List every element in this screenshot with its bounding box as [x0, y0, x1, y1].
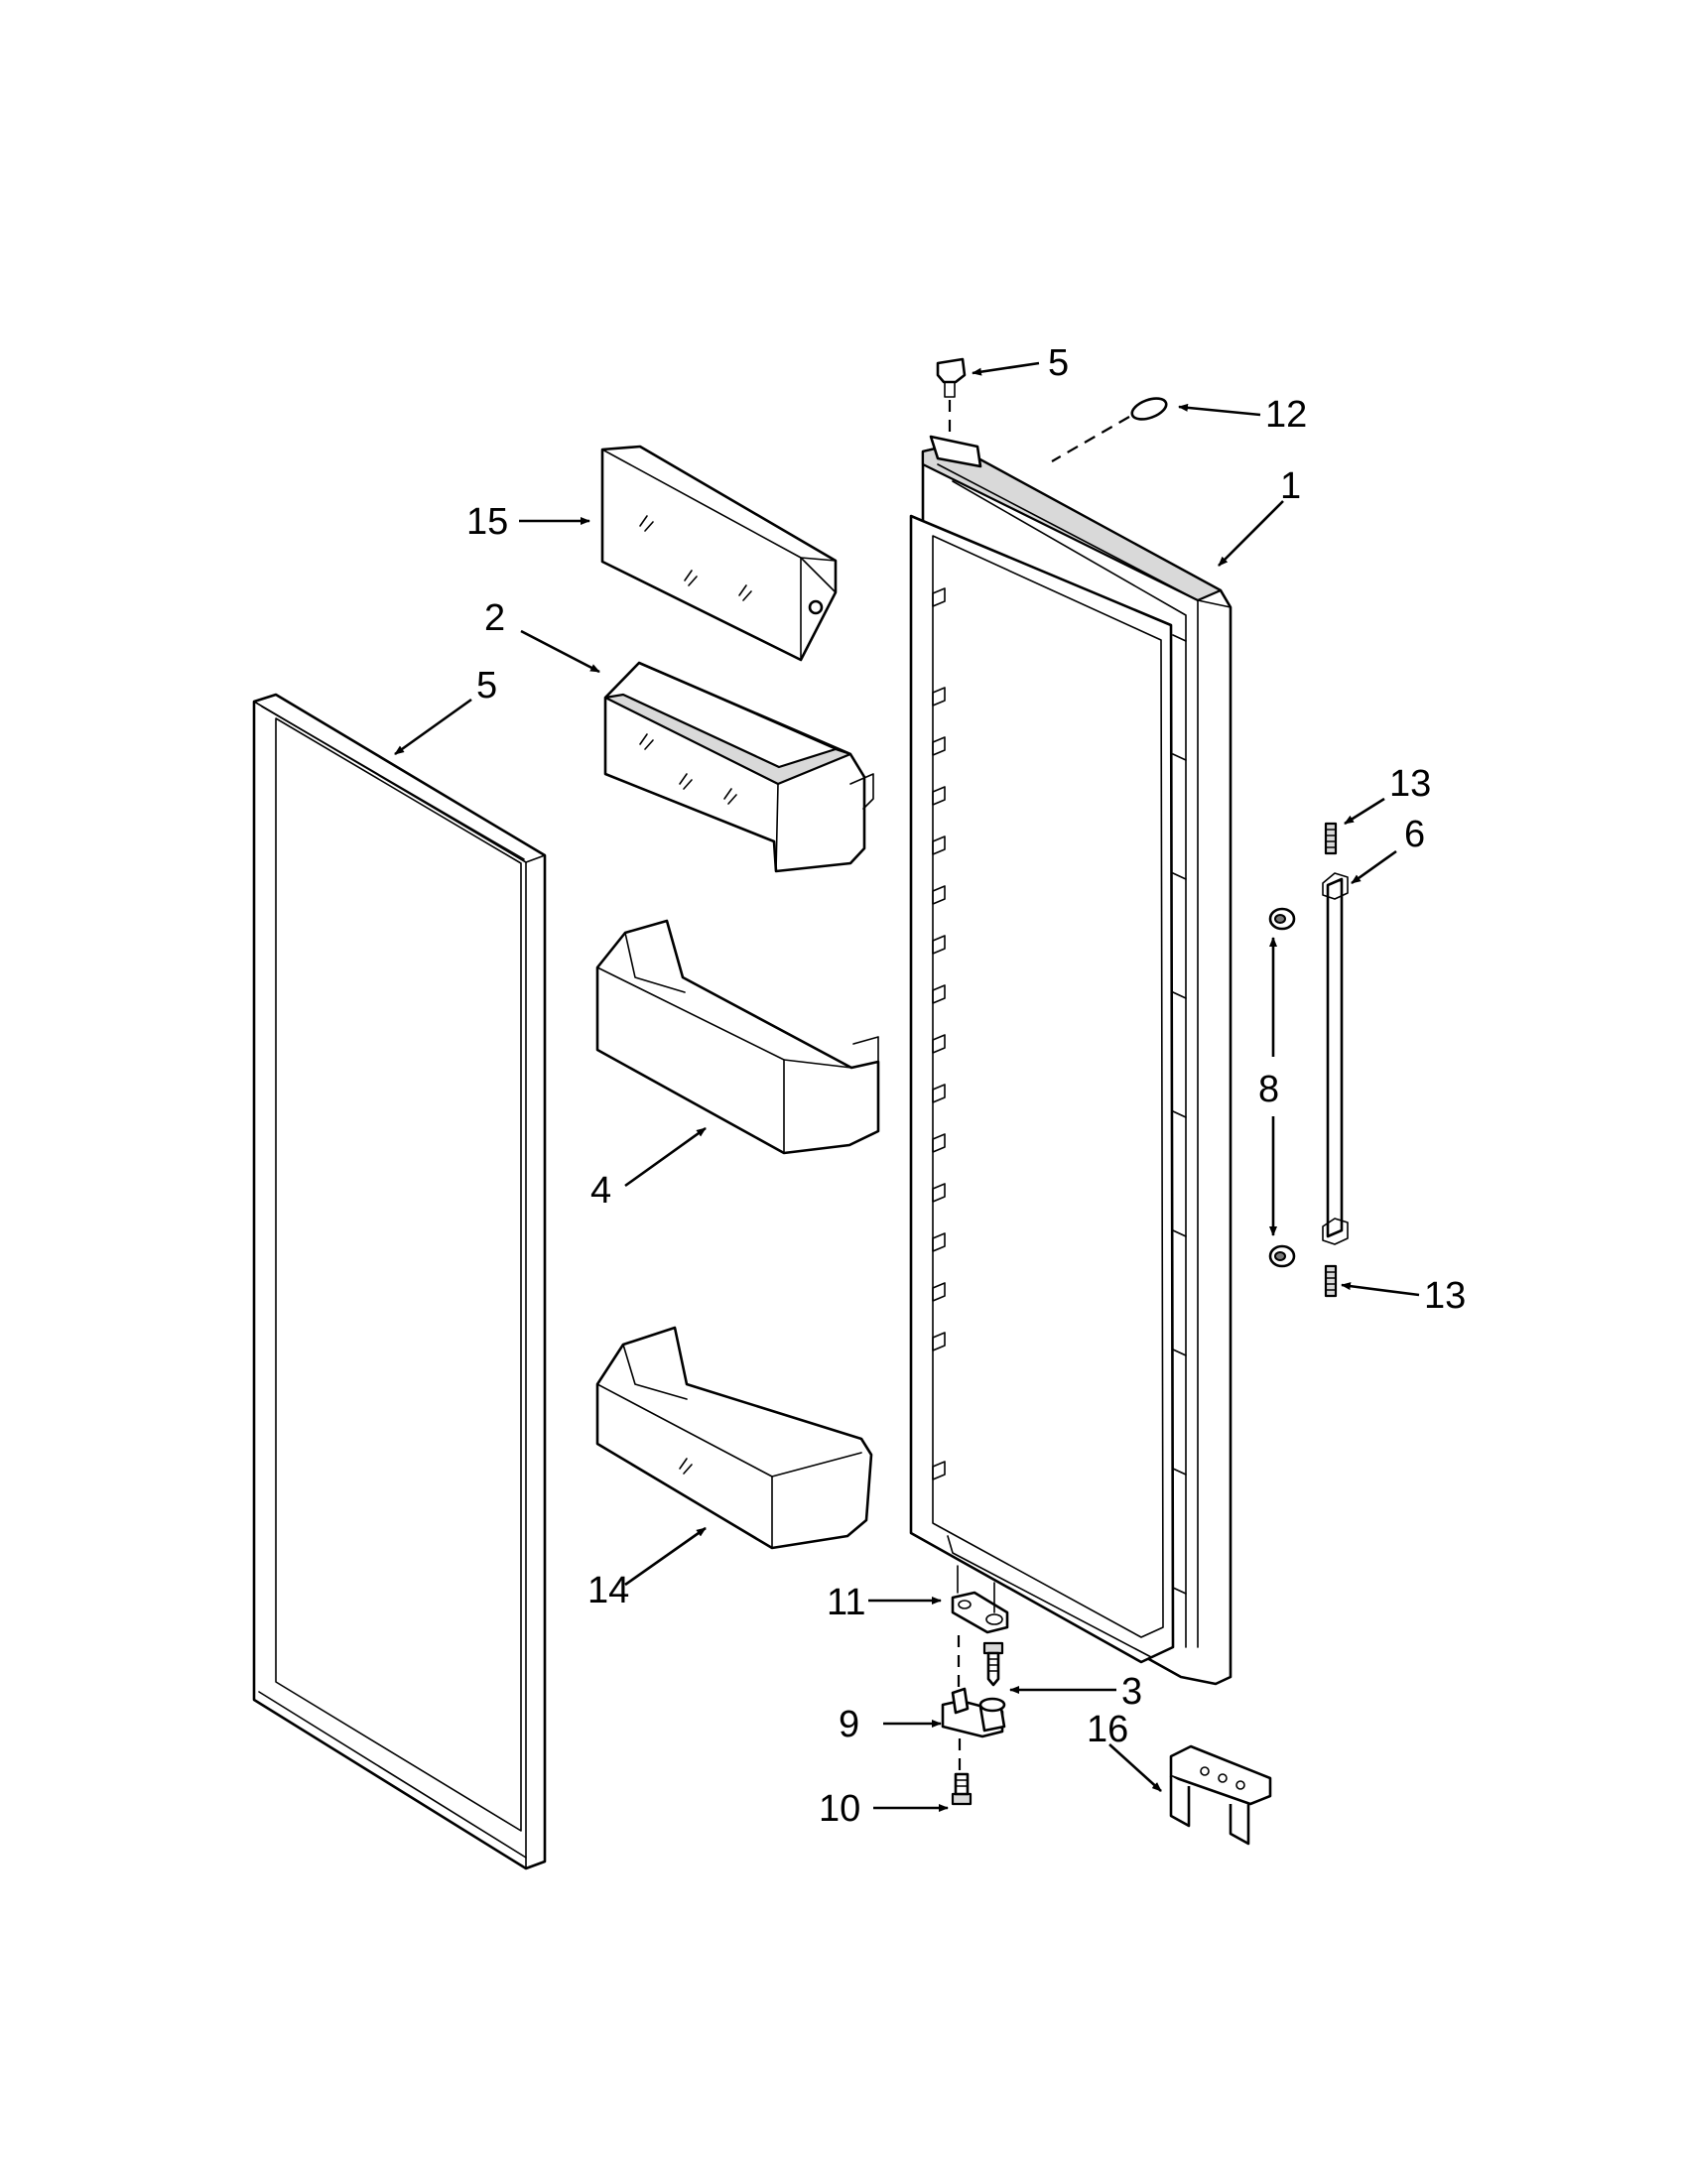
- handle-screw-bottom: [1324, 1264, 1338, 1298]
- callout-11: 11: [827, 1582, 865, 1623]
- door-gasket: [252, 693, 547, 1870]
- hinge-shim: [951, 1565, 1009, 1707]
- dairy-compartment: [600, 445, 838, 662]
- callout-13-top: 13: [1389, 763, 1431, 805]
- callout-16: 16: [1087, 1709, 1128, 1750]
- refrigerator-door: [909, 435, 1233, 1686]
- callout-12: 12: [1265, 394, 1307, 436]
- callout-1: 1: [1280, 465, 1301, 507]
- leader-lines: [394, 361, 1420, 1812]
- callout-labels: 5 12 1 15 2 5 13 6 8 4 13 14 11 3 9 16 1…: [466, 342, 1466, 1830]
- callout-15: 15: [466, 501, 508, 543]
- callout-13-bottom: 13: [1424, 1275, 1466, 1317]
- callout-2: 2: [484, 597, 505, 639]
- door-bin-large: [595, 1326, 873, 1550]
- callout-9: 9: [839, 1704, 859, 1745]
- callout-14: 14: [587, 1570, 629, 1611]
- door-bin-covered: [603, 661, 874, 873]
- hinge-bolt: [951, 1772, 973, 1806]
- handle-screw-top: [1324, 822, 1338, 855]
- lower-hinge: [941, 1687, 1006, 1771]
- hinge-cover-bracket: [1169, 1744, 1272, 1846]
- shelf-clips: [932, 587, 946, 1480]
- handle-spacer-bottom: [1268, 1244, 1296, 1268]
- door-handle: [1322, 872, 1349, 1245]
- handle-spacer-top: [1268, 907, 1296, 931]
- hinge-screw: [982, 1641, 1004, 1687]
- callout-4: 4: [590, 1170, 611, 1212]
- washer: [1051, 397, 1168, 462]
- callout-6: 6: [1404, 814, 1425, 855]
- door-bin: [595, 919, 880, 1155]
- callout-5: 5: [476, 665, 497, 707]
- callout-3: 3: [1121, 1671, 1142, 1713]
- callout-8: 8: [1258, 1069, 1279, 1110]
- callout-10: 10: [819, 1788, 860, 1830]
- hinge-pin: [936, 357, 967, 437]
- callout-7: 5: [1048, 342, 1069, 384]
